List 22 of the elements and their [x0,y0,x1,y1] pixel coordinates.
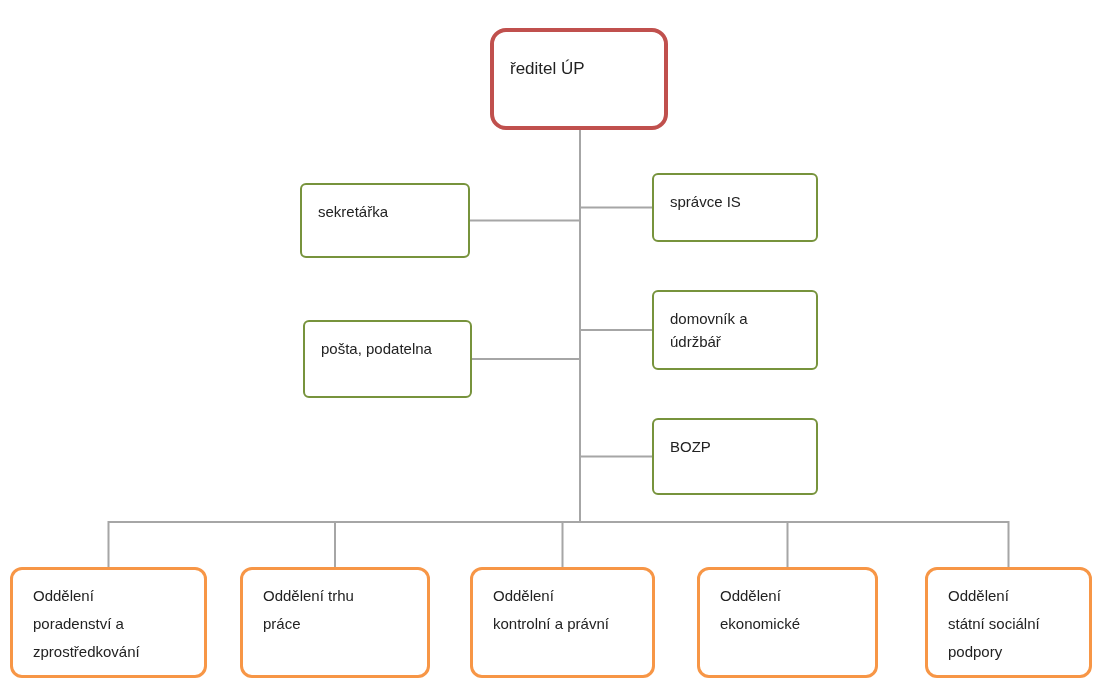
box-label: pošta, podatelna [321,339,433,359]
staff-box [303,320,472,398]
staff-box [652,173,818,242]
box-label: ředitel ÚP [510,58,586,80]
box-label: Oddělení státní sociální podpory [948,586,1041,662]
box-label: BOZP [670,437,712,457]
department-box [697,567,878,678]
box-label: domovník a údržbář [670,309,749,352]
box-label: správce IS [670,192,742,212]
box-label: sekretářka [318,202,390,222]
department-box [470,567,655,678]
director-box [490,28,668,130]
box-label: Oddělení poradenství a zprostředkování [33,586,141,662]
department-box [10,567,207,678]
box-label: Oddělení ekonomické [720,586,802,634]
staff-box [300,183,470,258]
staff-box [652,290,818,370]
department-box [240,567,430,678]
department-box [925,567,1092,678]
box-label: Oddělení kontrolní a právní [493,586,610,634]
staff-box [652,418,818,495]
box-label: Oddělení trhu práce [263,586,355,634]
